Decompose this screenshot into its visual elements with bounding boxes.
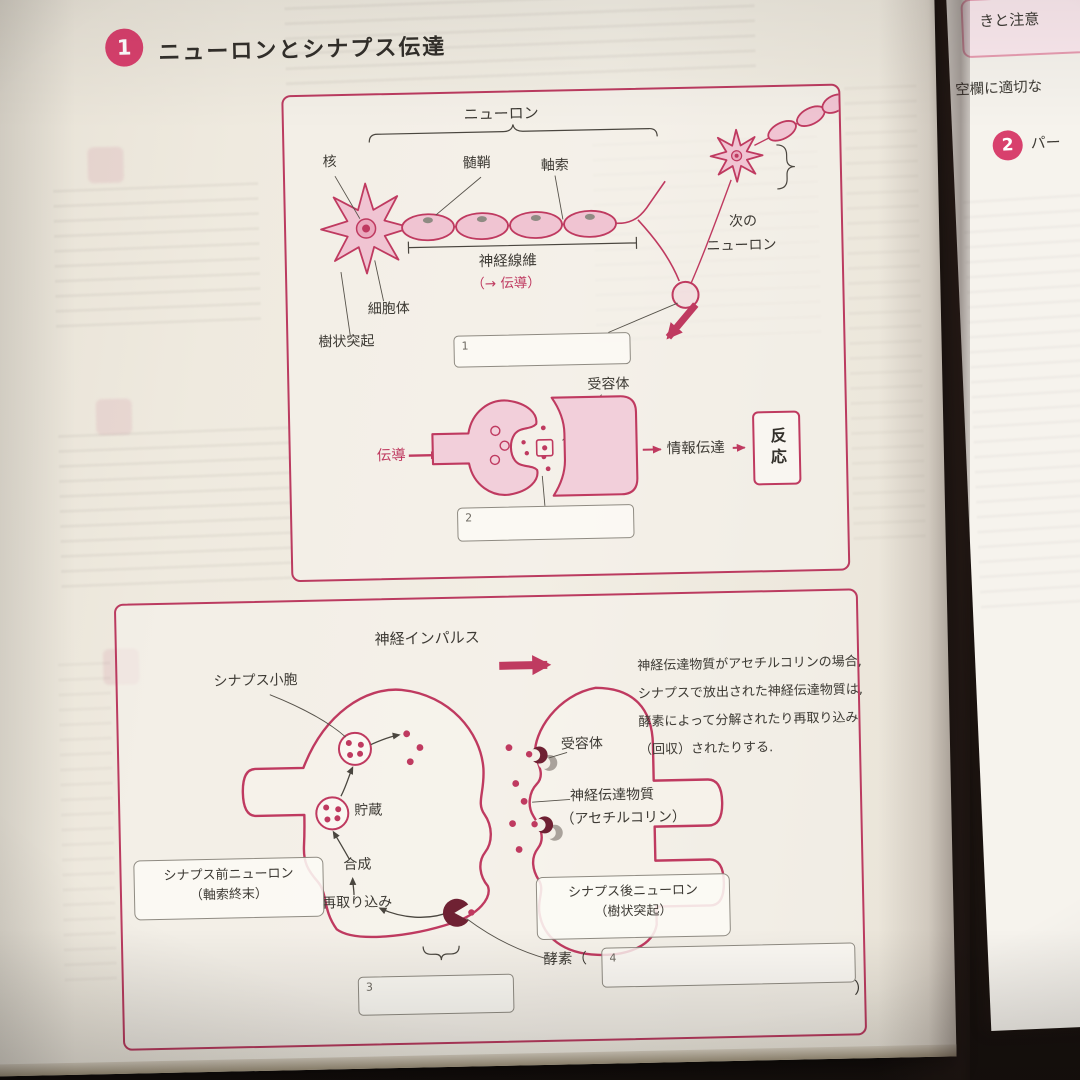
- enzyme-brace: [422, 945, 460, 961]
- showthrough-badge: [95, 398, 133, 436]
- label-nucleus: 核: [322, 154, 337, 171]
- label-presynaptic-2: （軸索終末）: [189, 886, 269, 904]
- enzyme-pacman: [442, 898, 475, 927]
- label-postsynaptic-2: （樹状突起）: [594, 903, 673, 921]
- answer-blank-1: 1: [453, 332, 631, 368]
- label-reuptake: 再取り込み: [322, 894, 393, 912]
- label-axon: 軸索: [540, 157, 569, 174]
- showthrough-badge: [87, 146, 125, 184]
- label-transmitter-1: 神経伝達物質: [569, 786, 655, 805]
- postsynaptic-membrane-small: [535, 395, 639, 497]
- label-next-neuron-1: 次の: [728, 213, 758, 230]
- receptor-crescents: [525, 746, 558, 771]
- blank-number: 2: [465, 511, 473, 525]
- showthrough-text: [58, 426, 294, 591]
- label-impulse: 神経インパルス: [374, 628, 480, 649]
- receptor-crescents: [531, 816, 563, 841]
- right-page: きと注意 空欄に適切な 2 パー: [945, 0, 1080, 1031]
- zoom-arrow-icon: [665, 302, 699, 340]
- neuron-brace: [368, 124, 658, 143]
- right-note-text: きと注意: [978, 9, 1040, 31]
- label-synthesis: 合成: [343, 856, 372, 874]
- right-page-note-box: きと注意: [960, 0, 1080, 59]
- note-line: 酵素によって分解されたり再取り込み: [638, 710, 859, 730]
- label-myelin: 髄鞘: [462, 154, 491, 172]
- section2-number-badge: 2: [992, 129, 1024, 162]
- cleft-transmitter-dots: [505, 744, 528, 853]
- answer-blank-2: 2: [456, 503, 635, 542]
- showthrough-text: [53, 182, 262, 340]
- label-enzyme: 酵素（: [543, 951, 588, 968]
- left-page: 1 ニューロンとシナプス伝達: [0, 0, 957, 1078]
- postsynaptic-label-box: シナプス後ニューロン （樹状突起）: [535, 873, 731, 941]
- synapse-zoom-circle: [671, 280, 700, 309]
- blank-number: 1: [461, 339, 469, 353]
- showthrough-text: [963, 190, 1080, 621]
- answer-blank-4: 4: [601, 942, 856, 988]
- label-nerve-fiber: 神経線維: [478, 252, 537, 271]
- label-vesicle: シナプス小胞: [213, 672, 298, 690]
- label-dendrites: 樹状突起: [318, 333, 375, 351]
- section2-title: パー: [1030, 133, 1062, 153]
- leader-lines: [269, 694, 571, 960]
- label-receptor-2: 受容体: [560, 735, 604, 753]
- label-cell-body: 細胞体: [367, 300, 410, 318]
- presynaptic-label-box: シナプス前ニューロン （軸索終末）: [133, 856, 325, 921]
- presynaptic-terminal-small: [431, 399, 539, 496]
- page-title: ニューロンとシナプス伝達: [158, 34, 447, 66]
- label-conduction-note: （→ 伝導）: [471, 274, 542, 293]
- label-transmission: 情報伝達: [666, 440, 725, 458]
- answer-blank-3: 3: [357, 973, 515, 1016]
- label-close-paren: ）: [853, 978, 871, 998]
- neuron-diagram: [320, 93, 848, 506]
- released-transmitter-dots: [403, 730, 424, 766]
- blank-number: 3: [365, 980, 374, 994]
- impulse-arrow-icon: [499, 655, 552, 676]
- right-instruction-text: 空欄に適切な: [954, 78, 1043, 99]
- note-line: （回収）されたりする.: [638, 740, 774, 758]
- axon-branch-lower: [637, 219, 680, 282]
- response-box: 反応: [751, 410, 802, 486]
- myelin-sheath: [401, 209, 617, 242]
- neuron-diagram-box: ニューロン 核 髄鞘 軸索 神経線維 （→ 伝導） 細胞体 樹状突起 次の ニュ…: [281, 83, 851, 583]
- neuron-soma: [320, 182, 412, 275]
- vesicle-cluster: [315, 796, 350, 831]
- label-transmitter-2: （アセチルコリン）: [560, 808, 687, 828]
- axon-branch-upper: [621, 180, 666, 224]
- label-storage: 貯蔵: [354, 802, 383, 819]
- vesicle-cluster: [337, 731, 372, 766]
- section-number-badge: 1: [104, 28, 144, 67]
- label-receptor: 受容体: [587, 376, 630, 393]
- nerve-fiber-extent-line: [407, 236, 638, 254]
- label-next-neuron-2: ニューロン: [706, 236, 777, 255]
- side-note: 神経伝達物質がアセチルコリンの場合, シナプスで放出された神経伝達物質は, 酵素…: [637, 648, 864, 765]
- next-neuron-brace: [776, 144, 795, 190]
- label-conduction: 伝導: [376, 447, 407, 465]
- synapse-diagram-box: 神経インパルス シナプス小胞 貯蔵 合成 再取り込み シナプス前ニューロン （軸…: [113, 588, 871, 1051]
- showthrough-text: [58, 661, 117, 984]
- label-neuron: ニューロン: [463, 103, 539, 124]
- label-response: 反応: [767, 426, 788, 470]
- showthrough-text: [844, 84, 926, 548]
- blank-number: 4: [609, 951, 617, 965]
